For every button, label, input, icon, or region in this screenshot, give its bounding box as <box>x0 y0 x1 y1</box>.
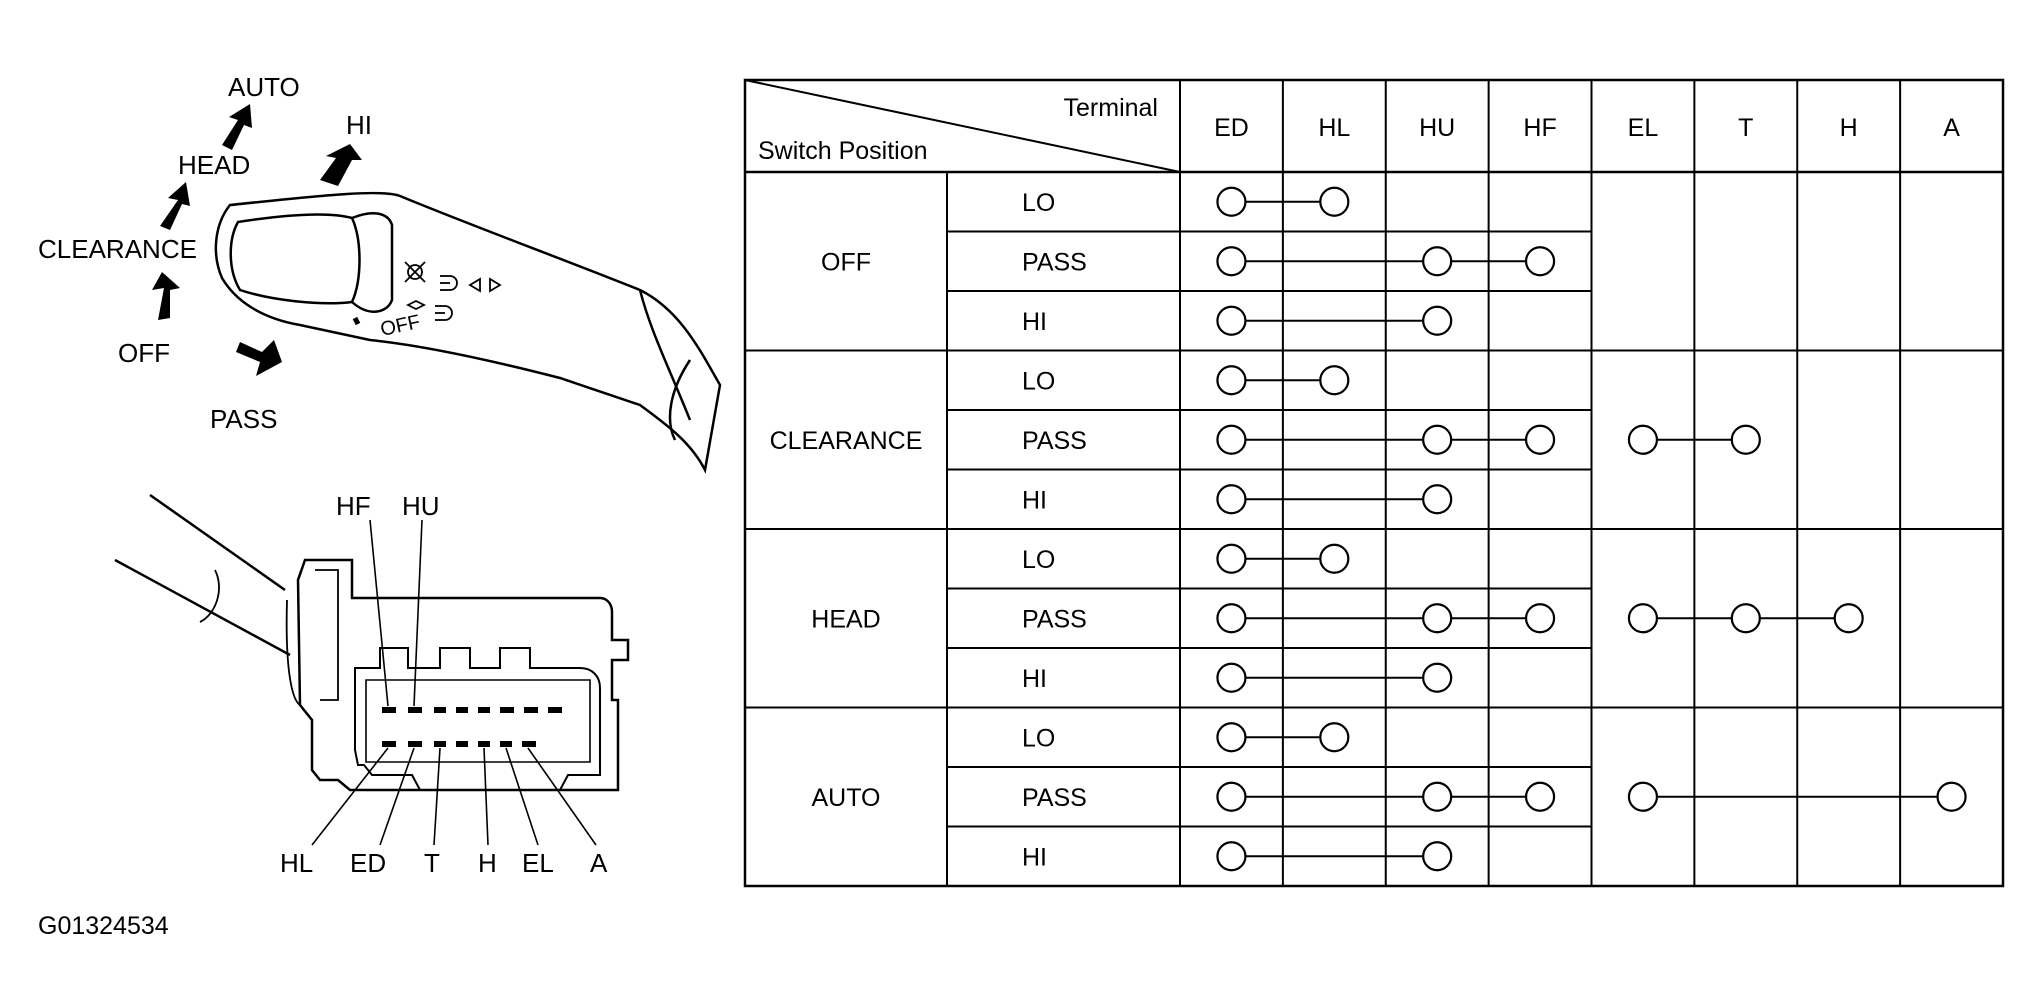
continuity-circle-hf <box>1524 246 1556 277</box>
continuity-circle-ed <box>1216 305 1247 336</box>
arrow-pass-icon <box>236 340 282 376</box>
connector-leaders <box>311 519 597 846</box>
continuity-circle-t <box>1730 424 1761 455</box>
pin-label-hf: HF <box>336 491 371 521</box>
terminal-header-a: A <box>1943 114 1960 142</box>
lever-off-mark: OFF <box>378 311 422 341</box>
continuity-circle-hu <box>1422 424 1453 455</box>
continuity-circle-hf <box>1524 781 1556 812</box>
position-label-clearance: CLEARANCE <box>770 427 923 455</box>
lever-label-off: OFF <box>118 338 170 368</box>
terminal-header-t: T <box>1738 114 1753 142</box>
table-border <box>743 78 2005 888</box>
light-symbols <box>352 261 502 326</box>
pin-label-hl: HL <box>280 848 313 878</box>
continuity-circle-ed <box>1216 722 1247 753</box>
terminal-header-ed: ED <box>1214 114 1249 142</box>
lever-label-pass: PASS <box>210 404 277 434</box>
figure-id: G01324534 <box>38 912 169 940</box>
connector-labels: HF HU HL ED T H EL A <box>280 491 608 878</box>
continuity-circle-hl <box>1319 543 1350 574</box>
continuity-circle-a <box>1936 781 1967 812</box>
continuity-circle-el <box>1627 424 1659 455</box>
pin-label-ed: ED <box>350 848 386 878</box>
continuity-circle-hu <box>1422 484 1453 515</box>
continuity-circle-ed <box>1216 365 1247 396</box>
sub-label-pass: PASS <box>1022 784 1087 812</box>
continuity-circle-ed <box>1216 484 1247 515</box>
arrow-head-to-auto-icon <box>222 104 252 150</box>
terminal-header-hu: HU <box>1419 114 1455 142</box>
continuity-circle-ed <box>1216 424 1247 455</box>
arrow-off-to-clearance-icon <box>152 272 180 320</box>
continuity-circle-hf <box>1524 603 1556 634</box>
sub-label-hi: HI <box>1022 308 1047 336</box>
sub-label-lo: LO <box>1022 724 1055 752</box>
continuity-circle-hf <box>1524 424 1556 455</box>
header-terminal: Terminal <box>1064 94 1158 122</box>
lever-illustration: OFF <box>214 191 722 474</box>
arrow-hi-icon <box>320 144 362 186</box>
lever-label-head: HEAD <box>178 150 250 180</box>
terminal-header-h: H <box>1840 114 1858 142</box>
continuity-circle-hu <box>1422 246 1453 277</box>
continuity-circle-hu <box>1422 662 1453 693</box>
lever-label-clearance: CLEARANCE <box>38 234 197 264</box>
continuity-circle-hu <box>1422 305 1453 336</box>
lever-arrows <box>152 104 362 376</box>
continuity-circle-hu <box>1422 841 1453 872</box>
continuity-circle-hl <box>1319 722 1350 753</box>
continuity-circle-h <box>1833 603 1864 634</box>
continuity-circle-hl <box>1319 186 1350 217</box>
lever-labels: AUTO HEAD CLEARANCE OFF HI PASS <box>38 72 372 434</box>
sub-label-pass: PASS <box>1022 248 1087 276</box>
sub-label-lo: LO <box>1022 367 1055 395</box>
pin-label-el: EL <box>522 848 554 878</box>
pin-label-a: A <box>590 848 608 878</box>
position-label-auto: AUTO <box>812 784 881 812</box>
continuity-circle-ed <box>1216 186 1247 217</box>
continuity-circle-hu <box>1422 781 1453 812</box>
lever-label-auto: AUTO <box>228 72 300 102</box>
continuity-circle-el <box>1627 603 1659 634</box>
pin-label-t: T <box>424 848 440 878</box>
continuity-circle-hl <box>1319 365 1350 396</box>
sub-label-pass: PASS <box>1022 605 1087 633</box>
terminal-header-hf: HF <box>1523 114 1556 142</box>
continuity-circle-ed <box>1216 781 1247 812</box>
table-grid <box>743 78 2005 888</box>
terminal-header-hl: HL <box>1318 114 1350 142</box>
arrow-clearance-to-head-icon <box>160 182 190 230</box>
sub-label-hi: HI <box>1022 486 1047 514</box>
continuity-circle-ed <box>1216 603 1247 634</box>
continuity-circle-el <box>1627 781 1659 812</box>
position-label-off: OFF <box>821 248 871 276</box>
terminal-header-el: EL <box>1628 114 1659 142</box>
sub-label-lo: LO <box>1022 546 1055 574</box>
lever-label-hi: HI <box>346 110 372 140</box>
sub-label-lo: LO <box>1022 189 1055 217</box>
continuity-circle-ed <box>1216 543 1247 574</box>
sub-labels: LO PASS HI LO PASS HI LO PASS HI LO PASS HI <box>1022 189 1087 872</box>
continuity-circle-ed <box>1216 841 1247 872</box>
terminal-headers: ED HL HU HF EL T H A <box>1214 114 1960 142</box>
connector-pins <box>382 707 562 747</box>
position-labels: OFF CLEARANCE HEAD AUTO <box>770 248 923 812</box>
pin-label-hu: HU <box>402 491 440 521</box>
continuity-circle-ed <box>1216 662 1247 693</box>
connector-illustration <box>114 493 630 792</box>
continuity-circle-ed <box>1216 246 1247 277</box>
continuity-table: Terminal Switch Position ED HL HU HF EL T H A O… <box>743 78 2005 888</box>
sub-label-hi: HI <box>1022 843 1047 871</box>
position-label-head: HEAD <box>811 605 880 633</box>
continuity-circle-hu <box>1422 603 1453 634</box>
pin-label-h: H <box>478 848 497 878</box>
sub-label-pass: PASS <box>1022 427 1087 455</box>
sub-label-hi: HI <box>1022 665 1047 693</box>
continuity-circle-t <box>1730 603 1761 634</box>
header-diagonal <box>744 79 1181 173</box>
header-switch-position: Switch Position <box>758 137 928 165</box>
continuity-marks <box>1216 186 1967 872</box>
